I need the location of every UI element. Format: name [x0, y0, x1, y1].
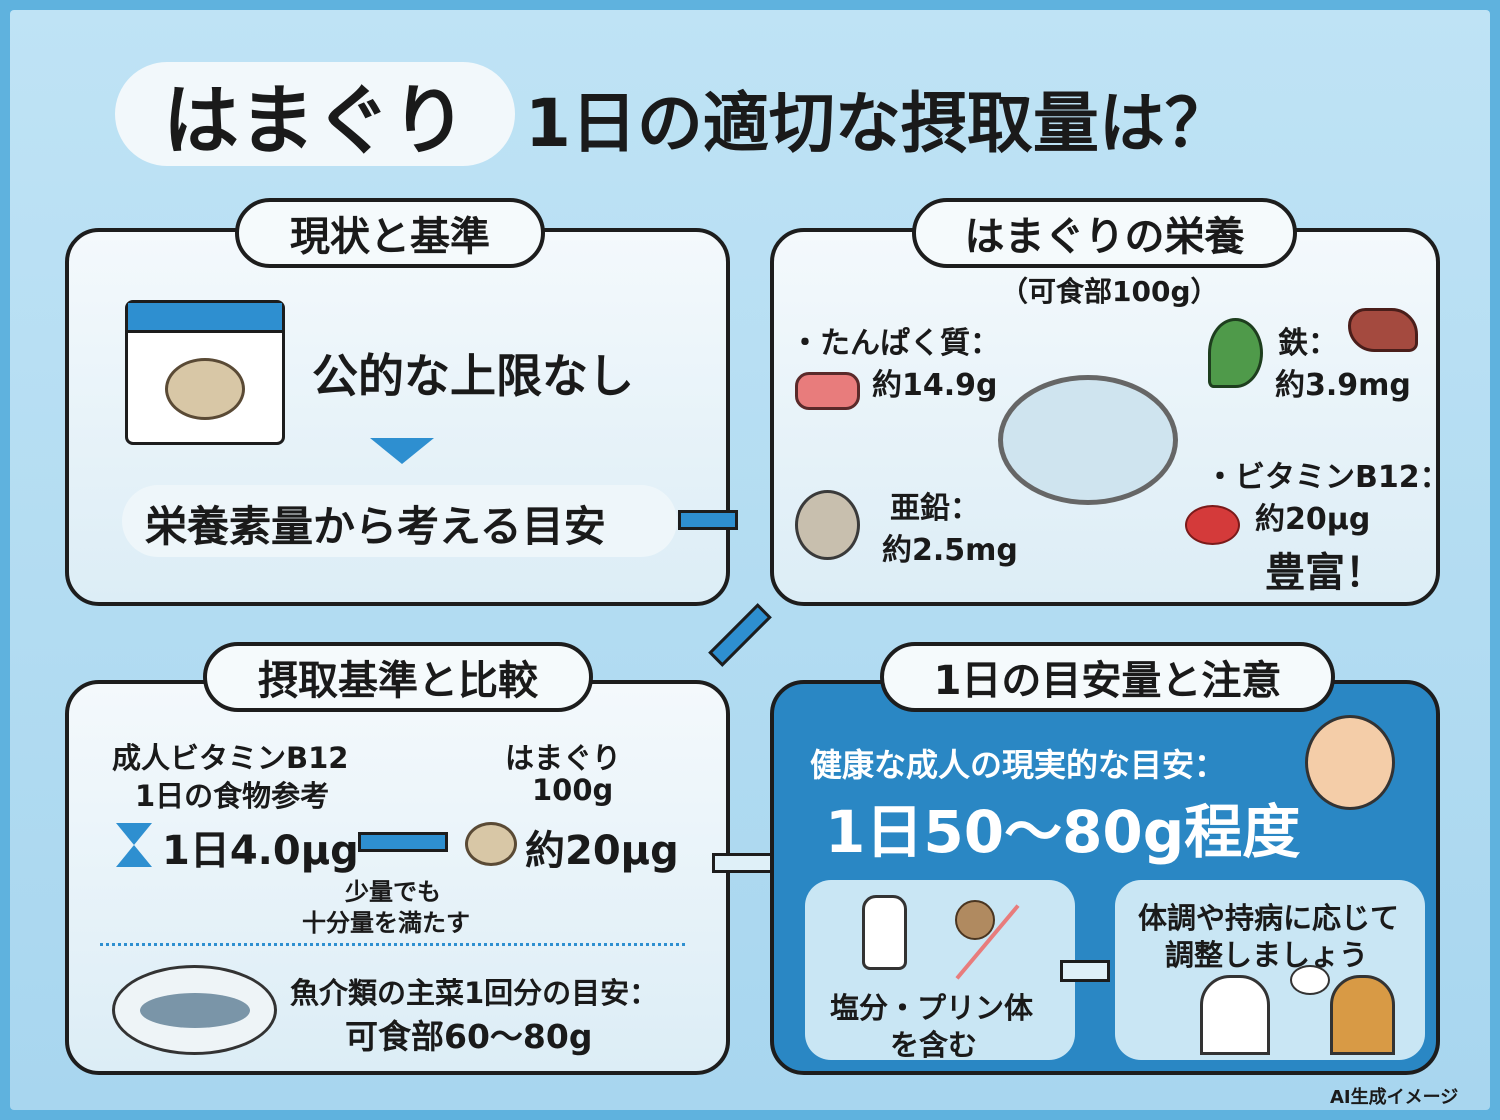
b12-value: 約20µg: [1255, 502, 1371, 537]
patient-icon: [1330, 975, 1395, 1055]
divider: [100, 943, 685, 946]
status-heading: 現状と基準: [235, 198, 545, 268]
protein-value: 約14.9g: [872, 368, 998, 403]
advice-line1: 体調や持病に応じて: [1138, 901, 1400, 935]
seafood-guide-value: 可食部60〜80g: [345, 1017, 593, 1056]
note-line1: 少量でも: [345, 878, 441, 906]
blood-cell-icon: [1185, 505, 1240, 545]
caution-line1: 塩分・プリン体: [830, 991, 1034, 1025]
compare-arrow-icon: [358, 832, 448, 852]
spinach-icon: [1208, 318, 1263, 388]
nutrition-basis: （可食部100g）: [1000, 275, 1219, 308]
caution-line2: を含む: [890, 1028, 978, 1062]
ai-generated-label: AI生成イメージ: [1330, 1087, 1459, 1108]
right-arrow-icon: [678, 510, 738, 530]
protein-label: ・たんぱく質：: [790, 326, 1000, 361]
page-title: 1日の適切な摂取量は？: [525, 85, 1231, 162]
guide-pill: [122, 485, 677, 557]
adult-b12-label: 成人ビタミンB12: [112, 741, 349, 775]
title-highlight: はまぐり: [115, 62, 515, 166]
purine-icon: [955, 900, 995, 940]
advice-line2: 調整しましょう: [1165, 938, 1369, 972]
b12-rich: 豊富！: [1265, 550, 1385, 596]
clam-b12-value: 約20µg: [525, 828, 679, 874]
caution-box: [805, 880, 1075, 1060]
clam-pot-icon: [998, 375, 1178, 505]
right-arrow-icon: [1060, 960, 1110, 982]
nutrition-heading: はまぐりの栄養: [912, 198, 1297, 268]
smiling-person-icon: [1305, 715, 1395, 810]
guide-text: 栄養素量から考える目安: [145, 502, 606, 551]
note-line2: 十分量を満たす: [302, 909, 470, 937]
hourglass-icon: [116, 823, 152, 867]
daily-amount: 1日50〜80g程度: [825, 798, 1301, 866]
calendar-icon: [125, 300, 285, 445]
clam-icon: [165, 358, 245, 420]
down-triangle-icon: [370, 438, 434, 464]
zinc-value: 約2.5mg: [882, 533, 1018, 568]
adult-b12-value: 1日4.0µg: [162, 828, 359, 874]
salt-shaker-icon: [862, 895, 907, 970]
iron-label: 鉄：: [1278, 326, 1338, 361]
clam-label: はまぐり: [505, 741, 622, 775]
daily-heading: 1日の目安量と注意: [880, 642, 1335, 712]
zinc-label: 亜鉛：: [890, 491, 980, 526]
doctor-icon: [1200, 975, 1270, 1055]
adult-b12-sub: 1日の食物参考: [135, 779, 330, 813]
meat-icon: [795, 372, 860, 410]
oyster-icon: [795, 490, 860, 560]
clam-icon: [465, 822, 517, 866]
clam-amount: 100g: [532, 773, 614, 807]
seafood-guide-label: 魚介類の主菜1回分の目安：: [290, 976, 659, 1010]
b12-label: ・ビタミンB12：: [1205, 460, 1450, 495]
compare-heading: 摂取基準と比較: [203, 642, 593, 712]
fish-plate-icon: [112, 965, 277, 1055]
speech-bubble-icon: [1290, 965, 1330, 995]
daily-intro: 健康な成人の現実的な目安：: [810, 746, 1227, 784]
no-upper-limit: 公的な上限なし: [312, 349, 634, 403]
liver-icon: [1348, 308, 1418, 352]
iron-value: 約3.9mg: [1275, 368, 1411, 403]
